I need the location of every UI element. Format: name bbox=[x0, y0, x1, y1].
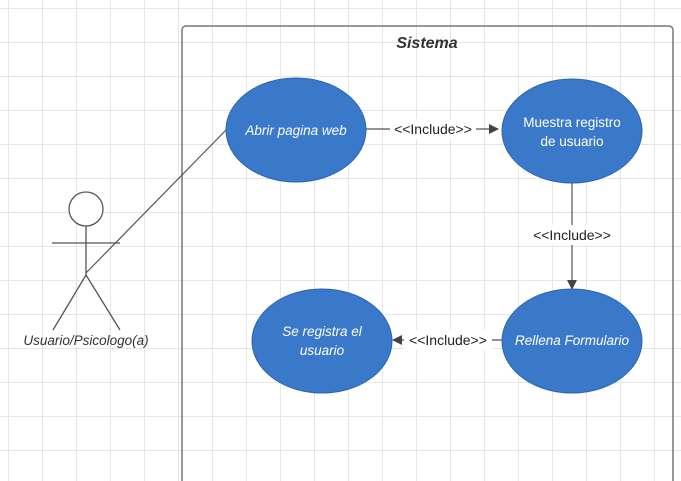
include-label-bg-2 bbox=[528, 225, 616, 245]
actor-figure[interactable] bbox=[52, 191, 121, 331]
use-case-label-line2: de usuario bbox=[540, 134, 603, 149]
include-label-bg-3 bbox=[404, 330, 492, 350]
actor-head bbox=[68, 191, 104, 227]
actor-right-leg bbox=[85, 274, 121, 331]
use-case-label-line2: usuario bbox=[300, 343, 345, 358]
use-case-se-registra[interactable]: Se registra el usuario bbox=[251, 288, 393, 394]
include-label-3: <<Include>> bbox=[409, 332, 487, 348]
use-case-label: Rellena Formulario bbox=[515, 333, 630, 348]
actor-left-leg bbox=[52, 274, 87, 331]
system-boundary bbox=[181, 25, 674, 481]
actor-association-line bbox=[85, 127, 229, 274]
use-case-ellipse bbox=[225, 77, 367, 183]
system-title: Sistema bbox=[396, 35, 457, 52]
use-case-label: Abrir pagina web bbox=[244, 123, 347, 138]
include-label-bg-1 bbox=[390, 119, 476, 139]
use-case-abrir-pagina-web[interactable]: Abrir pagina web bbox=[225, 77, 367, 183]
include-label-2: <<Include>> bbox=[533, 227, 611, 243]
use-case-label-line1: Muestra registro bbox=[523, 115, 621, 130]
use-case-ellipse bbox=[501, 288, 643, 394]
use-case-rellena-formulario[interactable]: Rellena Formulario bbox=[501, 288, 643, 394]
include-label-1: <<Include>> bbox=[394, 121, 472, 137]
use-case-ellipse bbox=[251, 288, 393, 394]
use-case-ellipse bbox=[501, 78, 643, 184]
use-case-muestra-registro[interactable]: Muestra registro de usuario bbox=[501, 78, 643, 184]
use-case-label-line1: Se registra el bbox=[282, 324, 363, 339]
actor-label: Usuario/Psicologo(a) bbox=[23, 333, 148, 348]
